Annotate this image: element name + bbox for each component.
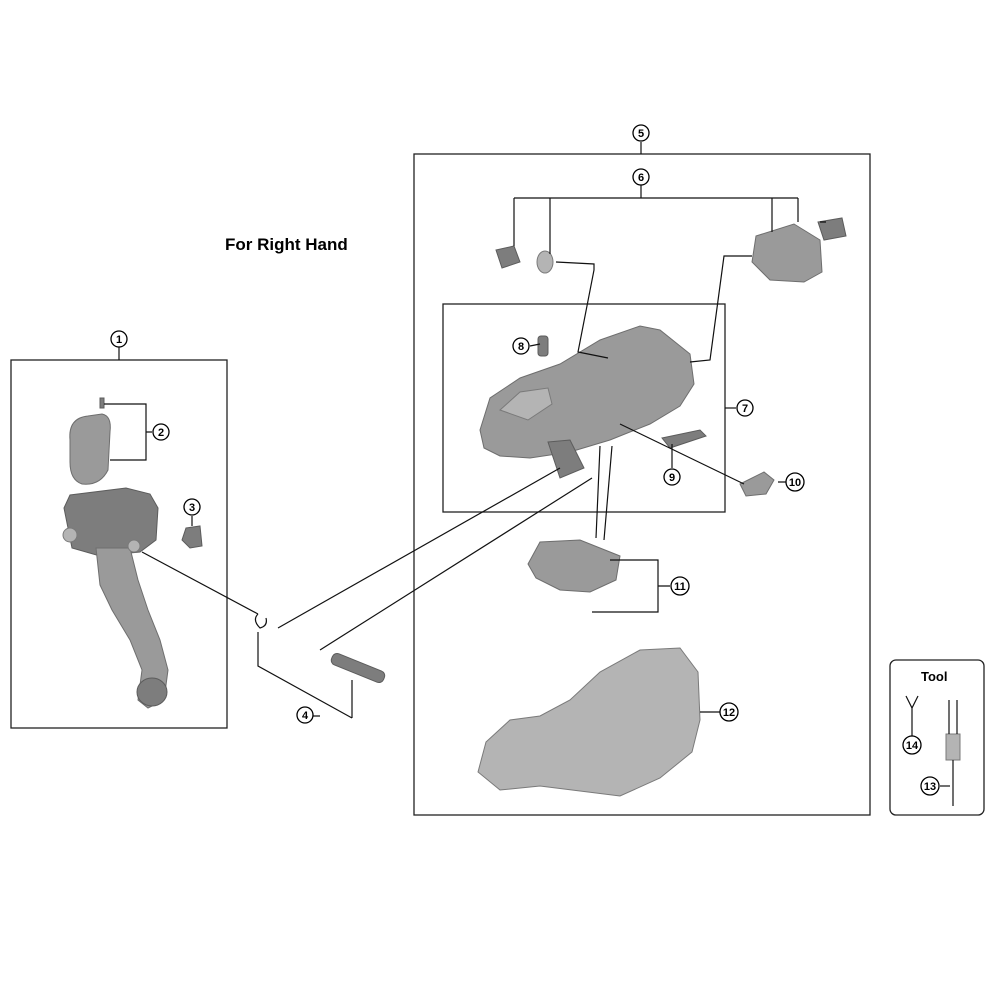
callout-1: 1 xyxy=(110,330,128,348)
tool-box-title: Tool xyxy=(921,669,947,684)
tool-14-part xyxy=(905,695,919,726)
callout-7: 7 xyxy=(736,399,754,417)
svg-text:5: 5 xyxy=(638,128,644,140)
svg-text:14: 14 xyxy=(906,740,919,752)
callout-8: 8 xyxy=(512,337,530,355)
svg-text:4: 4 xyxy=(302,710,309,722)
callout-2: 2 xyxy=(152,423,170,441)
assembly-box-5 xyxy=(413,153,871,816)
callout-13: 13 xyxy=(920,776,940,796)
hood-part xyxy=(477,647,701,797)
callout-10: 10 xyxy=(785,472,805,492)
callout-6: 6 xyxy=(632,168,650,186)
svg-text:3: 3 xyxy=(189,502,195,514)
svg-text:13: 13 xyxy=(924,781,936,793)
svg-text:2: 2 xyxy=(158,427,164,439)
callout-14: 14 xyxy=(902,735,922,755)
svg-text:8: 8 xyxy=(518,341,524,353)
svg-text:11: 11 xyxy=(674,581,686,593)
svg-text:7: 7 xyxy=(742,403,748,415)
svg-text:10: 10 xyxy=(789,477,801,489)
svg-text:12: 12 xyxy=(723,707,735,719)
callout-12: 12 xyxy=(719,702,739,722)
callout-4: 4 xyxy=(296,706,314,724)
main-body-part xyxy=(479,325,695,479)
callout-9: 9 xyxy=(663,468,681,486)
tool-box xyxy=(889,659,985,816)
svg-text:6: 6 xyxy=(638,172,644,184)
bolt-and-clamp-part xyxy=(495,217,847,283)
diagram-title: For Right Hand xyxy=(225,235,348,254)
callout-3: 3 xyxy=(183,498,201,516)
cover-part xyxy=(527,539,621,593)
lever-assembly-part xyxy=(62,397,169,709)
svg-text:9: 9 xyxy=(669,472,675,484)
pin-and-clip-part xyxy=(254,613,386,684)
leader-lines xyxy=(104,142,950,787)
spring-part xyxy=(661,429,707,449)
plate-part xyxy=(739,471,775,497)
callout-11: 11 xyxy=(670,576,690,596)
small-bracket-part xyxy=(181,525,203,549)
tool-13-part xyxy=(945,700,961,806)
svg-text:1: 1 xyxy=(116,334,122,346)
callout-5: 5 xyxy=(632,124,650,142)
